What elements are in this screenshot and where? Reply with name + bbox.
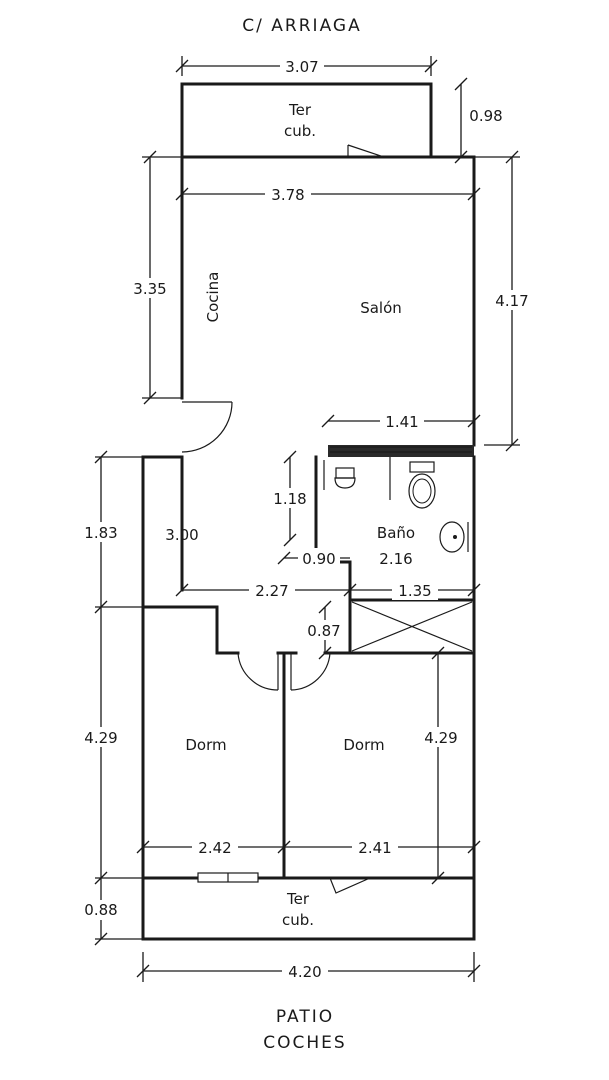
dim-dorm-right-width: 2.41 (358, 839, 391, 857)
dim-bano-width: 1.41 (385, 413, 418, 431)
top-terrace-door (347, 144, 385, 158)
dim-left-zone: 1.83 (84, 524, 117, 542)
dim-right-dorm-depth: 4.29 (424, 729, 457, 747)
terrace-top-label-2: cub. (284, 122, 316, 140)
room-dorm-right: Dorm (343, 736, 384, 754)
dim-salon-depth: 4.17 (495, 292, 528, 310)
bottom-terrace-door (329, 877, 371, 894)
room-dorm-left: Dorm (185, 736, 226, 754)
terrace-bottom-label-1: Ter (286, 890, 310, 908)
dim-left-dorm-depth: 4.29 (84, 729, 117, 747)
walls (141, 82, 476, 941)
closet-symbol (351, 601, 473, 652)
room-bano-area: 2.16 (379, 550, 412, 568)
dim-top-width: 3.07 (285, 58, 318, 76)
dim-hall-len: 1.18 (273, 490, 306, 508)
dorm-left-door-swing (237, 652, 279, 691)
toilet-tank (409, 461, 435, 473)
doors (181, 144, 385, 894)
street-top-label: C/ ARRIAGA (242, 16, 361, 36)
bath-hatch-wall (328, 445, 474, 457)
dim-salon-width: 3.78 (271, 186, 304, 204)
room-salon: Salón (360, 299, 402, 317)
bath-fixtures (323, 457, 469, 553)
street-bottom-label-1: PATIO (276, 1007, 334, 1027)
dim-top-terrace-depth: 0.98 (469, 107, 502, 125)
terrace-top-label-1: Ter (288, 101, 312, 119)
top-terrace-wall (180, 82, 433, 159)
dim-closet-width: 1.35 (398, 582, 431, 600)
dim-dorm-left-width: 2.42 (198, 839, 231, 857)
dim-hall-width: 2.27 (255, 582, 288, 600)
dorm-left-top-wall (141, 605, 240, 655)
cocina-door-swing (181, 401, 233, 453)
dim-bottom-terrace-depth: 0.88 (84, 901, 117, 919)
sink-icon (334, 477, 356, 489)
dim-cocina-len: 3.35 (133, 280, 166, 298)
dim-corridor-len: 3.00 (165, 526, 198, 544)
street-bottom-label-2: COCHES (263, 1033, 346, 1053)
dorm-right-door-swing (290, 652, 331, 691)
toilet-bowl-icon (408, 473, 436, 509)
room-cocina: Cocina (204, 272, 222, 323)
dim-total-width: 4.20 (288, 963, 321, 981)
dim-corridor-width: 0.90 (302, 550, 335, 568)
bidet-icon (439, 521, 465, 553)
labels: C/ ARRIAGA 3.07 Ter cub. 0.98 3.78 3.35 … (78, 16, 535, 1053)
dim-closet-depth: 0.87 (307, 622, 340, 640)
terrace-bottom-label-2: cub. (282, 911, 314, 929)
room-bano: Baño (377, 524, 415, 542)
